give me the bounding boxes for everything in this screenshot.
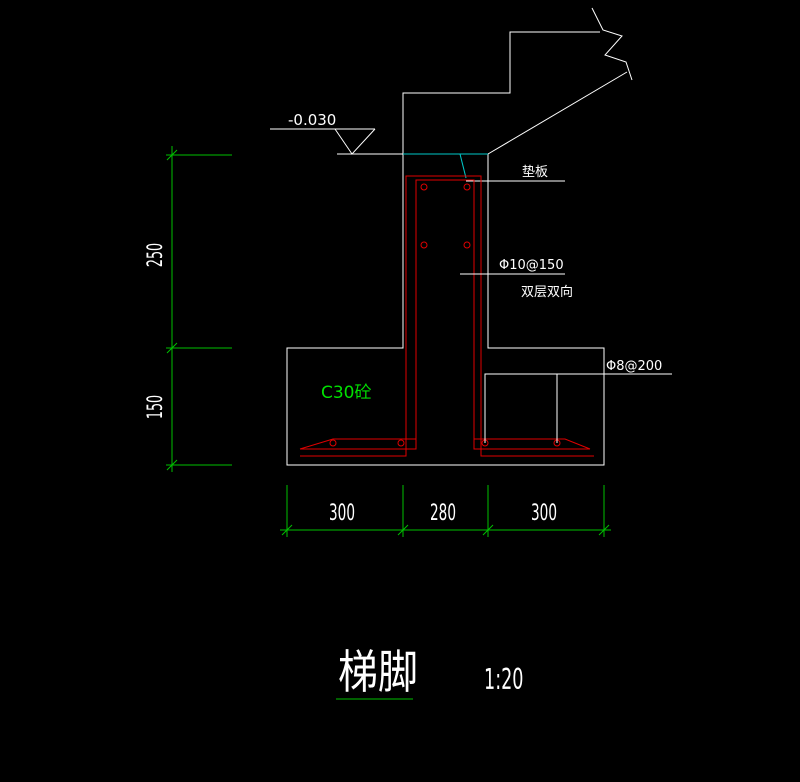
rebar-dot	[463, 183, 471, 191]
horizontal-dimension	[280, 485, 611, 537]
cushion-plate-label: 垫板	[522, 164, 548, 180]
rebar-dot	[329, 439, 337, 447]
rebar-vertical-note: 双层双向	[521, 284, 573, 300]
elevation-label: -0.030	[288, 111, 336, 129]
dim-height-lower: 150	[144, 395, 168, 419]
rebar-bottom-leader	[484, 373, 672, 443]
rebar-dot	[463, 241, 471, 249]
rebar-dot	[397, 439, 405, 447]
drawing-scale: 1:20	[484, 663, 524, 697]
rebar-left-leg	[300, 179, 590, 450]
footing-outline	[286, 154, 605, 466]
vertical-dimension	[166, 146, 232, 472]
dim-width-middle: 280	[430, 501, 456, 526]
elevation-marker	[270, 128, 403, 155]
rebar-inner	[299, 438, 416, 450]
dim-width-right: 300	[531, 501, 557, 526]
rebar-dot	[420, 183, 428, 191]
rebar-inner-right	[474, 438, 591, 450]
stair-step-profile	[402, 31, 600, 155]
dim-height-upper: 250	[144, 243, 168, 267]
stair-sloped-underside	[487, 71, 628, 155]
rebar-bottom-spec: Φ8@200	[606, 359, 662, 374]
rebar-left-outer	[300, 175, 594, 457]
rebar-dots	[329, 183, 561, 447]
concrete-grade-label: C30砼	[321, 383, 372, 403]
rebar-dot	[420, 241, 428, 249]
dim-width-left: 300	[329, 501, 355, 526]
rebar-vertical-spec: Φ10@150	[499, 258, 564, 273]
drawing-title: 梯脚	[338, 646, 418, 699]
stair-outline	[286, 7, 633, 466]
break-line-symbol	[591, 7, 633, 81]
ground-line	[403, 153, 488, 179]
rebar-cage	[299, 175, 594, 457]
